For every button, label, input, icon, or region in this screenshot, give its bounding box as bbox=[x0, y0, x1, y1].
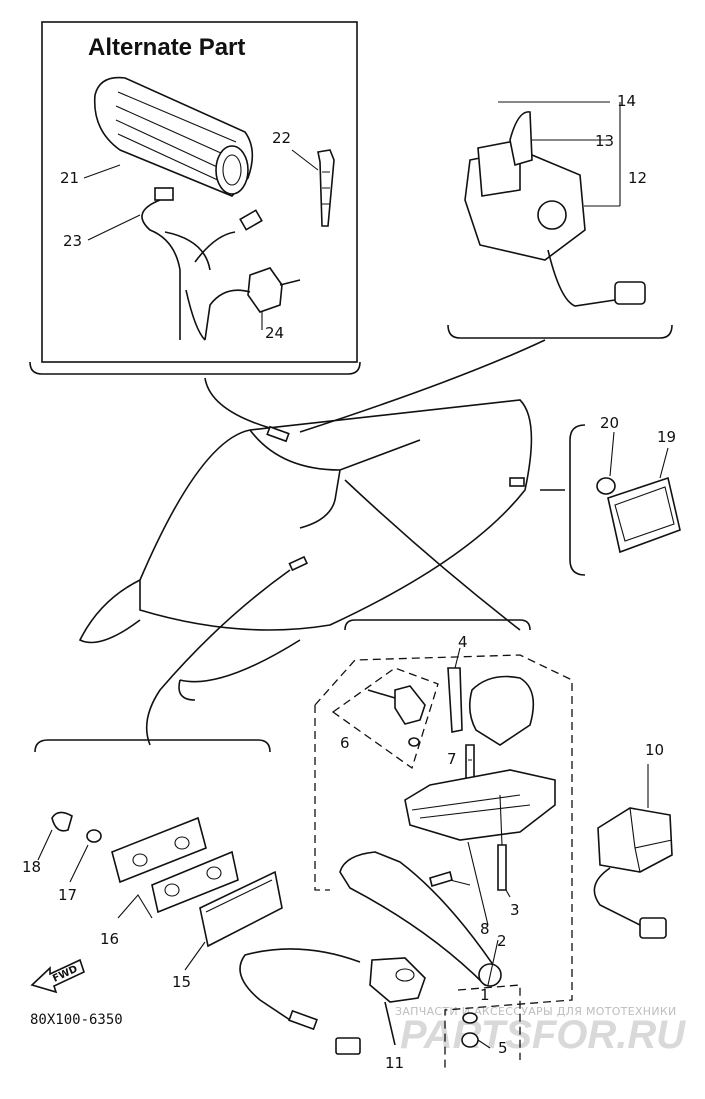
plate-reflector-group bbox=[34, 739, 283, 971]
callout-3: 3 bbox=[510, 901, 520, 919]
alternate-part-frame bbox=[41, 21, 358, 363]
callout-12: 12 bbox=[628, 169, 647, 187]
callout-1: 1 bbox=[480, 986, 490, 1004]
callout-22: 22 bbox=[272, 129, 291, 147]
callout-7: 7 bbox=[447, 750, 457, 768]
callout-19: 19 bbox=[657, 428, 676, 446]
wire-harness-part bbox=[141, 187, 263, 341]
callout-15: 15 bbox=[172, 973, 191, 991]
grip-heater-part bbox=[93, 76, 254, 197]
callout-16: 16 bbox=[100, 930, 119, 948]
callout-14: 14 bbox=[617, 92, 636, 110]
callout-17: 17 bbox=[58, 886, 77, 904]
callout-10: 10 bbox=[645, 741, 664, 759]
cable-tie-part bbox=[317, 149, 335, 227]
diagram-code: 80X100-6350 bbox=[30, 1012, 123, 1028]
callout-24: 24 bbox=[265, 324, 284, 342]
callout-11: 11 bbox=[385, 1054, 404, 1072]
callout-5: 5 bbox=[498, 1039, 508, 1057]
throttle-assembly bbox=[239, 619, 573, 1068]
alternate-part-title: Alternate Part bbox=[88, 34, 245, 61]
reflector-group bbox=[569, 424, 681, 576]
toggle-switch-part bbox=[204, 267, 301, 341]
alternate-part-panel: Alternate Part 21 22 bbox=[29, 21, 361, 375]
alternate-part-bracket bbox=[29, 361, 361, 375]
callout-13: 13 bbox=[595, 132, 614, 150]
callout-8: 8 bbox=[480, 920, 490, 938]
snowmobile-hood bbox=[78, 339, 565, 746]
callout-2: 2 bbox=[497, 932, 507, 950]
callout-21: 21 bbox=[60, 169, 79, 187]
callout-18: 18 bbox=[22, 858, 41, 876]
connector-unit bbox=[593, 764, 673, 939]
forward-arrow: FWD bbox=[30, 958, 85, 994]
watermark: ЗАПЧАСТИ И АКСЕССУАРЫ ДЛЯ МОТОТЕХНИКИ PA… bbox=[395, 1005, 686, 1057]
callout-4: 4 bbox=[458, 633, 468, 651]
callout-23: 23 bbox=[63, 232, 82, 250]
hand-switch-group bbox=[447, 101, 673, 339]
callout-6: 6 bbox=[340, 734, 350, 752]
callout-20: 20 bbox=[600, 414, 619, 432]
watermark-logo: PARTSFOR.RU bbox=[400, 1013, 686, 1057]
